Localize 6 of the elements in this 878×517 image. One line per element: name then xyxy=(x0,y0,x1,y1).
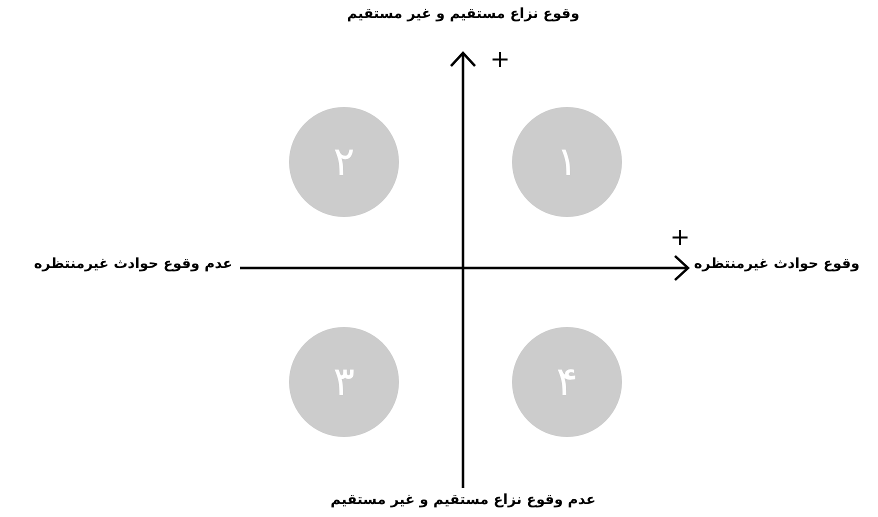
axis-label: عدم وقوع حوادث غیرمنتظره xyxy=(34,256,232,273)
axis-label: وقوع نزاع مستقیم و غیر مستقیم xyxy=(347,6,580,23)
plus-sign: + xyxy=(490,47,510,71)
plus-sign: + xyxy=(670,225,690,249)
axis-label: عدم وقوع نزاع مستقیم و غیر مستقیم xyxy=(330,492,596,509)
axis-label: وقوع حوادث غیرمنتظره xyxy=(694,256,860,273)
